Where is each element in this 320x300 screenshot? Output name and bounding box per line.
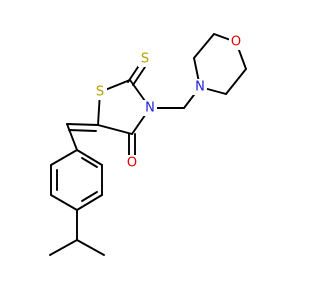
bond-ipr-me1 xyxy=(49,239,78,256)
atom-s-ring: S xyxy=(93,84,107,100)
atom-label-s-ring: S xyxy=(96,85,104,100)
atom-n-morpholine: N xyxy=(193,79,207,95)
atom-label-o-morpholine: O xyxy=(231,35,241,50)
atom-labels: O N S N S O xyxy=(93,34,243,171)
atom-n-ring: N xyxy=(143,100,157,116)
bond-ar-4-5 xyxy=(50,194,78,211)
bond-exo-a xyxy=(66,123,99,126)
atom-label-o-carbonyl: O xyxy=(127,156,137,171)
bond-ar-inner-1 xyxy=(81,157,98,168)
bond-exo-b xyxy=(68,129,97,132)
atom-o-carbonyl: O xyxy=(125,155,139,171)
atom-label-n-ring: N xyxy=(145,101,155,116)
molecule-structure: O N S N S O xyxy=(49,33,247,256)
bond-ar-1-2 xyxy=(76,149,103,166)
bond-ar-3-4 xyxy=(76,194,103,211)
bond-ar-inner-2 xyxy=(81,191,98,202)
bond-morph-c1-c2 xyxy=(193,33,215,59)
atom-s-thione: S xyxy=(138,51,152,67)
structure-canvas: O N S N S O xyxy=(49,33,247,256)
bond-morph-c3-c4 xyxy=(225,68,247,95)
bond-c5-c4 xyxy=(97,124,133,135)
atom-label-n-morpholine: N xyxy=(195,80,205,95)
bond-ipr-me2 xyxy=(76,239,105,256)
bonds xyxy=(49,33,247,256)
atom-o-morpholine: O xyxy=(229,34,243,50)
atom-label-s-thione: S xyxy=(141,52,149,67)
bond-thione-b xyxy=(132,66,146,86)
bond-vinyl-aryl xyxy=(66,123,78,151)
bond-ar-6-1 xyxy=(50,149,78,166)
